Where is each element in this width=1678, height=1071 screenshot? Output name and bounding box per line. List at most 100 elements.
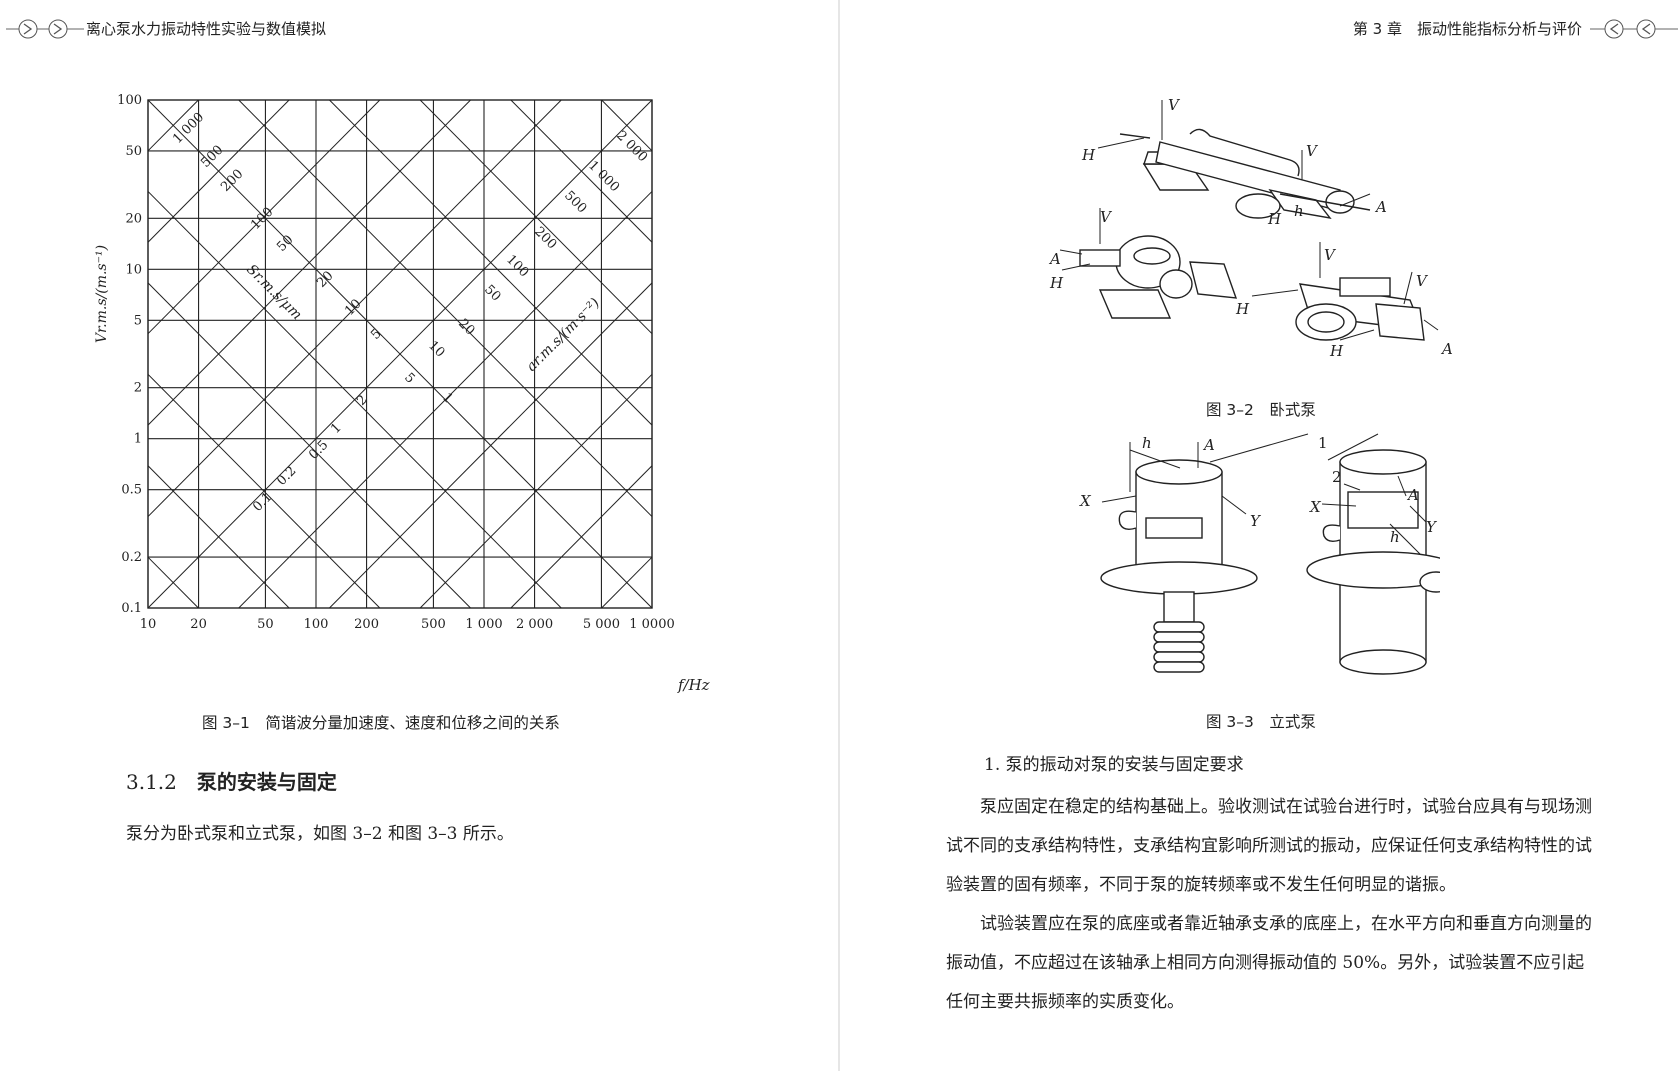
acceleration-line xyxy=(329,282,653,609)
y-tick-label: 2 xyxy=(134,381,142,396)
axis-arrows xyxy=(1059,100,1439,341)
right-page: 第 3 章 振动性能指标分析与评价 xyxy=(840,0,1678,1071)
label-A: A xyxy=(1048,250,1061,268)
x-tick-label: 1 000 xyxy=(465,617,502,632)
right-paragraph-2: 试验装置应在泵的底座或者靠近轴承支承的底座上，在水平方向和垂直方向测量的振动值，… xyxy=(946,914,1592,1012)
chart-grid xyxy=(147,99,653,609)
displacement-value-label: 5 xyxy=(368,326,384,342)
displacement-value-label: 20 xyxy=(314,269,336,291)
section-title: 泵的安装与固定 xyxy=(196,770,337,794)
displacement-value-label: 200 xyxy=(218,167,246,195)
acceleration-value-label: 1 000 xyxy=(585,158,622,195)
pump-drawing-right xyxy=(1295,277,1425,341)
label-Y: Y xyxy=(1426,518,1438,536)
chart-diagonal-lines xyxy=(147,99,653,609)
section-heading: 3.1.2 泵的安装与固定 xyxy=(126,766,337,795)
displacement-value-label: 2 xyxy=(354,392,370,408)
left-paragraph: 泵分为卧式泵和立式泵，如图 3–2 和图 3–3 所示。 xyxy=(126,824,514,844)
acceleration-value-label: 2 000 xyxy=(613,128,650,165)
figure-3-2-caption: 图 3–2 卧式泵 xyxy=(1206,401,1316,419)
y-axis-label: Vr.m.s/(m.s⁻¹) xyxy=(94,245,110,343)
acceleration-value-label: 200 xyxy=(531,224,559,252)
displacement-line xyxy=(510,99,653,243)
displacement-value-label: 1 xyxy=(328,420,344,436)
displacement-line xyxy=(419,99,653,335)
right-paragraph-1: 泵应固定在稳定的结构基础上。验收测试在试验台进行时，试验台应具有与现场测试不同的… xyxy=(946,797,1592,895)
acceleration-line xyxy=(601,556,653,609)
label-V: V xyxy=(1306,142,1319,160)
acceleration-value-label: 100 xyxy=(503,252,531,280)
figure-3-3-vertical-pumps: h A 1 X Y 2 A X Y h xyxy=(1079,433,1440,675)
header-arrow-ornament-right xyxy=(1590,19,1678,39)
vertical-pump-right xyxy=(1306,449,1440,675)
label-h: h xyxy=(1294,202,1304,220)
label-2: 2 xyxy=(1332,468,1342,486)
label-V: V xyxy=(1168,96,1181,114)
label-H: H xyxy=(1235,300,1250,318)
label-H: H xyxy=(1081,146,1096,164)
section-number: 3.1.2 xyxy=(126,770,177,794)
label-V: V xyxy=(1416,272,1429,290)
x-tick-label: 100 xyxy=(304,617,329,632)
label-X: X xyxy=(1079,492,1092,510)
vertical-pump-left xyxy=(1100,459,1258,673)
pump-drawing-left xyxy=(1079,235,1238,319)
displacement-value-label: 500 xyxy=(198,143,226,171)
label-H: H xyxy=(1329,342,1344,360)
label-1: 1 xyxy=(1318,434,1328,452)
label-A: A xyxy=(1440,340,1453,358)
figure-3-2-horizontal-pumps: V H V A H h V A H V H V H A xyxy=(1048,96,1453,360)
displacement-value-label: 0.2 xyxy=(274,464,299,489)
header-arrow-ornament-left xyxy=(6,19,84,39)
y-tick-label: 0.2 xyxy=(121,550,142,565)
right-subheading-block: 1. 泵的振动对泵的安装与固定要求 xyxy=(984,746,1644,785)
book-spine xyxy=(838,0,840,1071)
acceleration-value-label: 20 xyxy=(455,316,477,338)
y-tick-label: 1 xyxy=(134,432,142,447)
displacement-line xyxy=(601,99,653,152)
running-header-left: 离心泵水力振动特性实验与数值模拟 xyxy=(86,20,327,38)
y-tick-label: 5 xyxy=(134,313,142,328)
label-H: H xyxy=(1049,274,1064,292)
displacement-value-label: 0.1 xyxy=(250,490,275,515)
label-A: A xyxy=(1374,198,1387,216)
acceleration-value-label: 1 xyxy=(439,390,455,406)
dimension-lines xyxy=(1101,433,1427,555)
left-body-text: 泵分为卧式泵和立式泵，如图 3–2 和图 3–3 所示。 xyxy=(126,815,766,854)
displacement-value-label: 50 xyxy=(274,233,296,255)
fig2-labels: V H V A H h V A H V H V H A xyxy=(1048,96,1453,360)
acceleration-value-label: 500 xyxy=(561,188,589,216)
acceleration-line xyxy=(419,373,653,609)
figure-3-3-caption: 图 3–3 立式泵 xyxy=(1206,713,1316,731)
figure-3-1-caption: 图 3–1 简谐波分量加速度、速度和位移之间的关系 xyxy=(202,714,560,732)
y-tick-label: 50 xyxy=(125,144,142,159)
label-H: H xyxy=(1267,210,1282,228)
y-tick-labels: 0.1 0.2 0.5 1 2 5 10 20 50 100 xyxy=(117,93,142,616)
y-tick-label: 10 xyxy=(125,262,142,277)
y-tick-label: 20 xyxy=(125,211,142,226)
x-tick-label: 500 xyxy=(421,617,446,632)
label-A: A xyxy=(1406,486,1419,504)
label-A: A xyxy=(1202,436,1215,454)
displacement-line xyxy=(329,99,653,426)
x-tick-label: 20 xyxy=(190,617,207,632)
y-tick-label: 100 xyxy=(117,93,142,108)
y-tick-label: 0.5 xyxy=(121,483,142,498)
acceleration-value-label: 10 xyxy=(425,338,447,360)
x-tick-label: 10 xyxy=(140,617,157,632)
acceleration-line xyxy=(238,191,653,609)
label-V: V xyxy=(1324,246,1337,264)
x-tick-label: 200 xyxy=(354,617,379,632)
bellows xyxy=(1153,621,1205,673)
running-header-right: 第 3 章 振动性能指标分析与评价 xyxy=(1352,20,1582,38)
subheading: 1. 泵的振动对泵的安装与固定要求 xyxy=(984,755,1244,775)
displacement-axis-label: Sr.m.s/μm xyxy=(243,262,305,324)
label-h: h xyxy=(1142,434,1152,452)
label-Y: Y xyxy=(1250,512,1262,530)
label-h: h xyxy=(1390,528,1400,546)
y-tick-label: 0.1 xyxy=(121,601,142,616)
